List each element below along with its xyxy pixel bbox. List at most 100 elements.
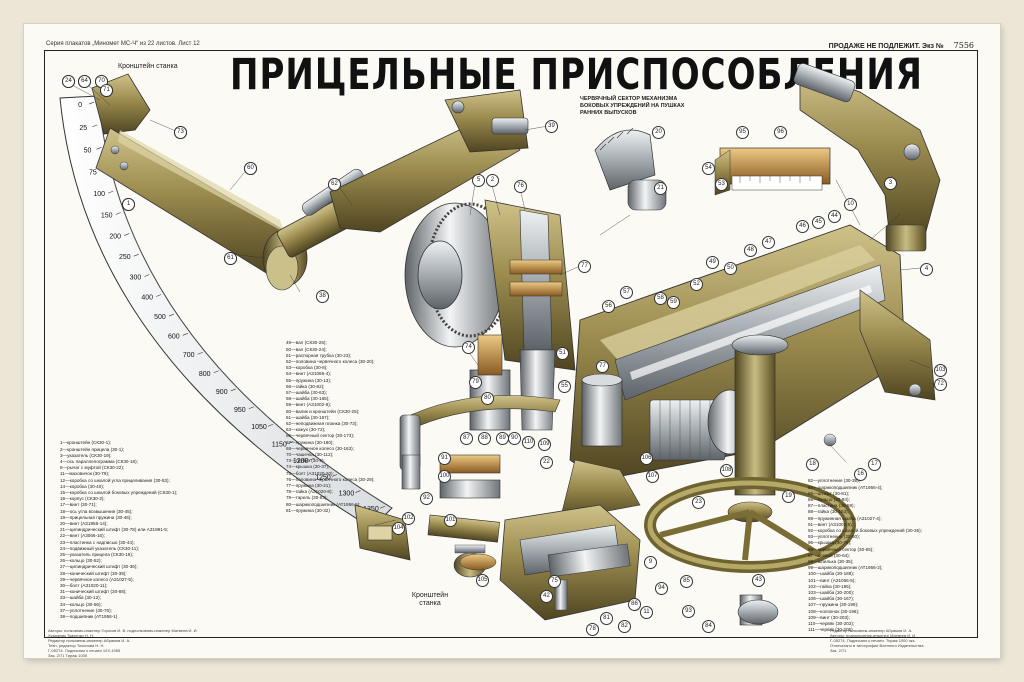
part-callout: 73 <box>174 126 187 139</box>
part-callout: 59 <box>667 296 680 309</box>
legend-entry: 99—шарикоподшипник (АТ1956-2); <box>808 565 883 571</box>
part-callout: 16 <box>854 468 867 481</box>
legend-entry: 34—кольцо (30-56); <box>60 601 102 607</box>
part-callout: 110 <box>522 436 535 449</box>
copy-number: 7556 <box>953 41 974 50</box>
legend-entry: 100—шайба (30-188); <box>808 571 855 577</box>
scale-tick <box>92 124 98 128</box>
scale-mark: 1250 <box>315 475 331 482</box>
legend-entry: 14—коробка (30-40); <box>60 483 105 489</box>
part-callout: 20 <box>652 126 665 139</box>
part-callout: 86 <box>628 598 641 611</box>
legend-entry: 52—половина червячного колеса (30-20); <box>286 359 375 365</box>
legend-entry: 67—пружина (30-180); <box>286 439 334 445</box>
legend-entry: 20—винт (АЗ1956-14); <box>60 521 108 527</box>
legend-entry: 60—валик и кронштейн (СК30-25); <box>286 408 360 414</box>
scale-tick <box>355 490 361 493</box>
part-callout: 85 <box>680 575 693 588</box>
scale-tick <box>108 190 114 194</box>
part-callout: 106 <box>640 452 653 465</box>
scale-mark: 100 <box>93 191 105 198</box>
legend-entry: 76—половина червячного колеса (30-29); <box>286 476 375 482</box>
part-callout: 1 <box>122 198 135 211</box>
legend-entry: 92—коробка со шкалой боковых упреждений … <box>808 528 922 534</box>
legend-entry: 5—рычаг с муфтой (СК30-22); <box>60 465 125 471</box>
part-callout: 88 <box>478 432 491 445</box>
legend-entry: 27—цилиндрический штифт (30-36); <box>60 564 138 570</box>
part-callout: 78 <box>586 623 599 636</box>
part-callout: 102 <box>402 512 415 525</box>
legend-entry: 89—пружинная шайба (АЗ1027-4); <box>808 515 882 521</box>
scale-mark: 250 <box>119 254 131 261</box>
part-callout: 18 <box>806 458 819 471</box>
scale-tick <box>168 313 175 317</box>
scale-mark: 150 <box>101 213 113 220</box>
scale-tick <box>144 274 150 277</box>
legend-entry: 62—неподвижная планка (30-73); <box>286 421 358 427</box>
legend-entry: 109—винт (30-203); <box>808 614 850 620</box>
legend-entry: 3—указатель (СК30-19); <box>60 452 112 458</box>
scale-mark: 600 <box>168 333 180 340</box>
scale-mark: 25 <box>79 125 87 132</box>
scale-tick <box>88 101 95 105</box>
legend-entry: 49—вал (СК30-25); <box>286 340 327 346</box>
part-callout: 5 <box>472 174 485 187</box>
part-callout: 103 <box>934 364 947 377</box>
top-right-arm <box>793 63 941 252</box>
part-callout: 84 <box>702 620 715 633</box>
part-callout: 50 <box>724 262 737 275</box>
legend-entry: 2—кронштейн прицела (30-1); <box>60 446 125 452</box>
part-callout: 91 <box>438 452 451 465</box>
legend-entry: 88—гайка (30-153); <box>808 509 849 515</box>
legend-entry: 30—болт (АЗ1020-11); <box>60 583 108 589</box>
legend-entry: 53—коробка (30-8); <box>286 365 328 371</box>
upper-bracket-arm <box>91 73 373 291</box>
legend-entry: 74—крышка (30-37); <box>286 464 330 470</box>
legend-entry: 108—колпачок (30-196); <box>808 608 860 614</box>
scale-tick <box>230 388 236 392</box>
scale-mark: 950 <box>234 407 246 414</box>
legend-entry: 17—винт (30-71); <box>60 502 97 508</box>
legend-entry: 29—червячное колесо (АЗ1027-5); <box>60 576 134 582</box>
legend-entry: 57—шайба (30-63); <box>286 390 327 396</box>
part-callout: 23 <box>692 496 705 509</box>
scale-tick <box>248 406 254 410</box>
part-callout: 92 <box>420 492 433 505</box>
scale-mark: 900 <box>216 389 228 396</box>
part-callout: 109 <box>538 438 551 451</box>
legend-entry: 33—шайба (30-12); <box>60 595 101 601</box>
legend-entry: 93—уплотнение (30-80); <box>808 534 860 540</box>
legend-right: 82—уплотнение (30-38);84—шарикоподшипник… <box>808 466 922 640</box>
part-callout: 64 <box>78 75 91 88</box>
legend-entry: 15—коробка со шкалой боковых упреждений … <box>60 490 178 496</box>
legend-entry: 25—указатель прицела (СК30-19); <box>60 552 134 558</box>
label-bracket-top: Кронштейн станка <box>118 63 178 70</box>
legend-entry: 18—ось угла возвышения (30-45); <box>60 508 133 514</box>
legend-entry: 102—гайка (30-195); <box>808 583 852 589</box>
part-callout: 81 <box>600 612 613 625</box>
scale-tick <box>124 233 130 236</box>
legend-entry: 16—корпус (СК30-2); <box>60 496 105 502</box>
footer-credits-left: Авторы: полковник-инженер Горохов И. В. … <box>48 628 198 658</box>
legend-entry: 24—подвижный указатель (СК30-11); <box>60 545 140 551</box>
part-callout: 11 <box>640 606 653 619</box>
part-callout: 77 <box>596 360 609 373</box>
legend-entry: 85—штифт (30-81); <box>808 490 850 496</box>
scale-mark: 75 <box>89 169 97 176</box>
label-bracket-bottom: Кронштейн станка <box>411 592 449 607</box>
legend-entry: 55—пружина (30-13); <box>286 377 332 383</box>
scale-tick <box>288 441 294 444</box>
part-callout: 80 <box>481 392 494 405</box>
scale-tick <box>156 294 162 297</box>
scale-mark: 200 <box>109 234 121 241</box>
part-callout: 87 <box>460 432 473 445</box>
legend-entry: 77—пружина (30-21); <box>286 483 332 489</box>
part-callout: 4 <box>920 263 933 276</box>
legend-entry: 56—гайка (30-82); <box>286 383 325 389</box>
scale-tick <box>133 253 139 257</box>
part-callout: 39 <box>545 120 558 133</box>
legend-entry: 101—винт (АЗ1066-5); <box>808 577 856 583</box>
scale-tick <box>213 370 219 374</box>
part-callout: 75 <box>548 575 561 588</box>
scale-mark: 1050 <box>251 424 267 431</box>
